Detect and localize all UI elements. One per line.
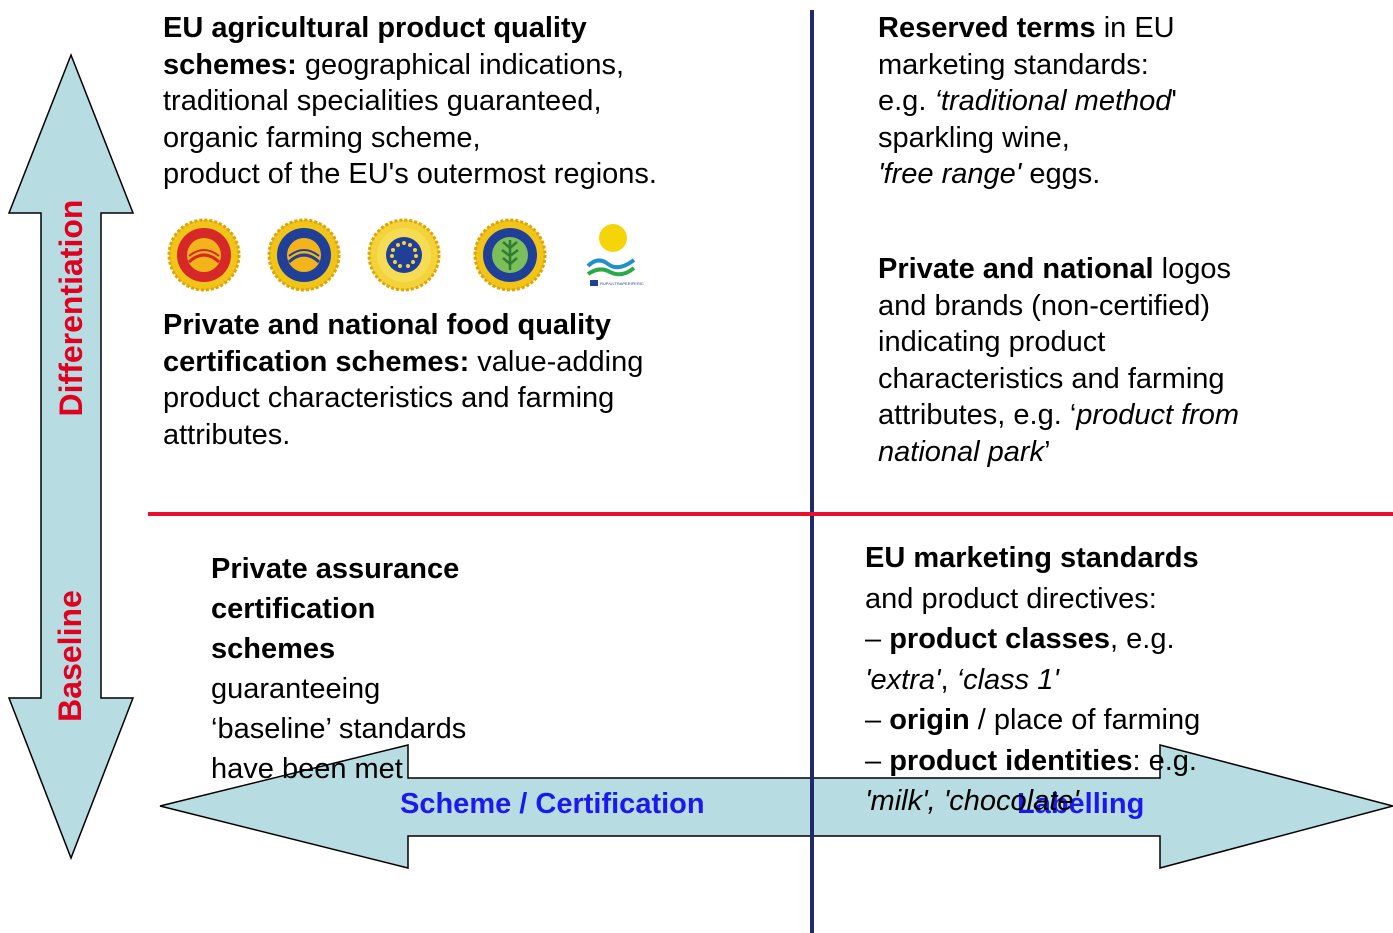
eu-schemes-heading-cont: schemes: — [163, 48, 297, 81]
quote-close: ' — [1171, 85, 1177, 117]
private-schemes-line-3: attributes. — [163, 418, 291, 451]
private-assurance-heading-2: certification — [211, 593, 376, 625]
dash-1: – — [865, 623, 890, 655]
vertical-double-arrow — [7, 52, 135, 861]
classes-separator: , — [940, 663, 957, 696]
private-national-line-1: logos — [1153, 253, 1231, 285]
product-classes-rest: , e.g. — [1110, 623, 1175, 655]
eu-schemes-line-1: geographical indications, — [296, 48, 625, 81]
eu-marketing-line-2: and product directives: — [865, 582, 1157, 615]
reserved-terms-line-4: sparkling wine, — [878, 121, 1070, 154]
horizontal-double-arrow — [159, 744, 1393, 869]
product-from-term: product from — [1076, 399, 1240, 431]
class-extra-example: 'extra' — [865, 663, 941, 696]
private-national-line-4: characteristics and farming — [878, 362, 1225, 395]
reserved-terms-line-2: marketing standards: — [878, 48, 1149, 81]
eu-schemes-line-4: product of the EU's outermost regions. — [163, 158, 657, 190]
tsg-seal-icon — [367, 218, 441, 292]
private-national-heading: Private and national — [878, 253, 1154, 285]
class-1-example: ‘class 1' — [956, 663, 1059, 696]
origin-term: origin — [889, 704, 970, 736]
private-schemes-heading: Private and national food quality — [163, 309, 611, 341]
private-national-line-2: and brands (non-certified) — [878, 289, 1211, 322]
traditional-method-term: ‘traditional method — [934, 85, 1172, 117]
private-assurance-line-5: ‘baseline’ standards — [211, 713, 467, 745]
eu-marketing-standards-heading: EU marketing standards — [865, 542, 1199, 574]
free-range-term: 'free range' — [878, 158, 1022, 190]
reserved-terms-text: Reserved terms in EU marketing standards… — [878, 10, 1378, 193]
eg-prefix: e.g. — [878, 85, 935, 117]
axis-label-scheme-certification: Scheme / Certification — [400, 788, 705, 820]
product-identities-rest: : e.g. — [1132, 744, 1197, 777]
private-national-line-5: attributes, e.g. ‘ — [878, 399, 1077, 431]
origin-rest: / place of farming — [969, 704, 1201, 736]
organic-seal-icon — [473, 218, 547, 292]
private-assurance-heading-1: Private assurance — [211, 553, 460, 585]
axis-label-differentiation: Differentiation — [53, 199, 89, 417]
national-park-term: national park — [878, 435, 1045, 468]
pgi-seal-icon — [267, 218, 341, 292]
private-certification-schemes-text: Private and national food quality certif… — [163, 307, 803, 453]
eggs-text: eggs. — [1021, 158, 1101, 190]
eu-schemes-line-3: organic farming scheme, — [163, 121, 481, 154]
dash-2: – — [865, 704, 890, 736]
private-assurance-text: Private assurance certification schemes … — [211, 549, 631, 789]
private-national-line-3: indicating product — [878, 326, 1106, 358]
eu-marketing-standards-text: EU marketing standards and product direc… — [865, 538, 1385, 822]
reserved-terms-line-1: in EU — [1095, 12, 1175, 44]
product-identities-term: product identities — [889, 744, 1133, 777]
private-schemes-heading-cont: certification schemes: — [163, 345, 470, 378]
private-assurance-heading-3: schemes — [211, 633, 336, 665]
private-schemes-line-1: value-adding — [469, 345, 644, 378]
pdo-seal-icon — [167, 218, 241, 292]
eu-schemes-line-2: traditional specialities guaranteed, — [163, 85, 602, 117]
outermost-regions-logo-icon — [586, 224, 636, 286]
eu-schemes-heading: EU agricultural product quality — [163, 12, 587, 44]
eu-quality-schemes-text: EU agricultural product quality schemes:… — [163, 10, 803, 193]
private-assurance-line-4: guaranteeing — [211, 673, 381, 705]
reserved-terms-heading: Reserved terms — [878, 12, 1096, 44]
axis-label-baseline: Baseline — [52, 590, 88, 722]
end-quote: ’ — [1044, 435, 1051, 468]
product-classes-term: product classes — [889, 623, 1111, 655]
private-national-logos-text: Private and national logos and brands (n… — [878, 251, 1388, 470]
product-identities-examples: 'milk', 'chocolate' — [865, 785, 1079, 817]
axis-label-labelling: Labelling — [1017, 788, 1145, 820]
dash-3: – — [865, 744, 890, 777]
outermost-regions-caption: RUP/ULTRAPERIFERIC — [600, 281, 644, 286]
private-assurance-line-6: have been met — [211, 753, 403, 785]
private-schemes-line-2: product characteristics and farming — [163, 382, 615, 414]
